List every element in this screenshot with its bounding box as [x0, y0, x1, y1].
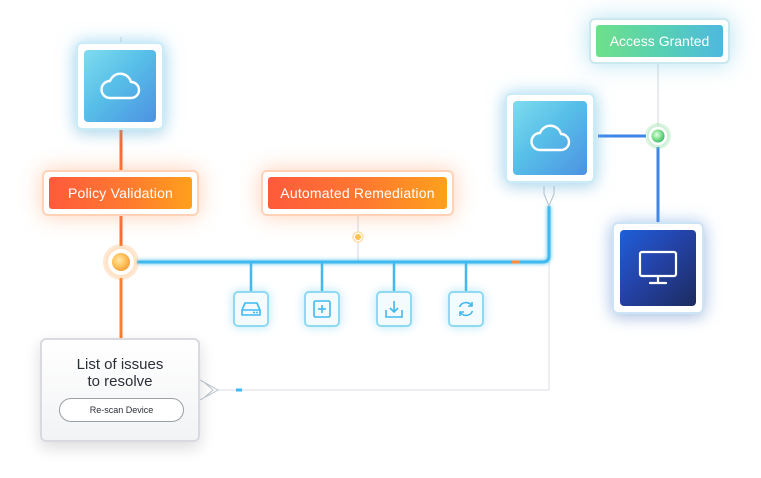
tool-add	[304, 291, 340, 327]
connector-blue	[137, 206, 551, 264]
tool-download	[376, 291, 412, 327]
cloud-card-source	[76, 42, 164, 130]
issues-title-line2: to resolve	[87, 373, 153, 390]
connector-arrow	[204, 382, 214, 398]
connector-arrow	[199, 379, 220, 401]
cloud-tile	[513, 101, 587, 175]
add-square-icon	[313, 300, 331, 318]
cloud-card-gateway	[505, 93, 595, 183]
tool-refresh	[448, 291, 484, 327]
policy-validation-label: Policy Validation	[49, 177, 192, 209]
issues-panel: List of issues to resolve Re-scan Device	[40, 338, 200, 442]
refresh-icon	[458, 301, 474, 317]
tool-storage	[233, 291, 269, 327]
access-granted-label: Access Granted	[596, 25, 723, 57]
rescan-device-button[interactable]: Re-scan Device	[59, 398, 184, 422]
issues-title: List of issues to resolve	[42, 356, 198, 390]
device-card	[612, 222, 704, 314]
download-icon	[385, 301, 403, 318]
junction-node-core	[112, 253, 130, 271]
automated-remediation-node: Automated Remediation	[261, 170, 454, 216]
connector-fork	[543, 186, 555, 208]
device-tile	[620, 230, 696, 306]
cloud-icon	[100, 72, 141, 100]
policy-validation-node: Policy Validation	[42, 170, 199, 216]
access-granted-node: Access Granted	[589, 18, 730, 64]
cloud-tile	[84, 50, 156, 122]
monitor-icon	[638, 250, 678, 285]
automated-remediation-label: Automated Remediation	[268, 177, 447, 209]
access-node-core	[651, 129, 665, 143]
small-node-core	[355, 234, 361, 240]
storage-drive-icon	[241, 302, 261, 316]
cloud-icon	[530, 124, 571, 152]
issues-title-line1: List of issues	[76, 356, 164, 373]
